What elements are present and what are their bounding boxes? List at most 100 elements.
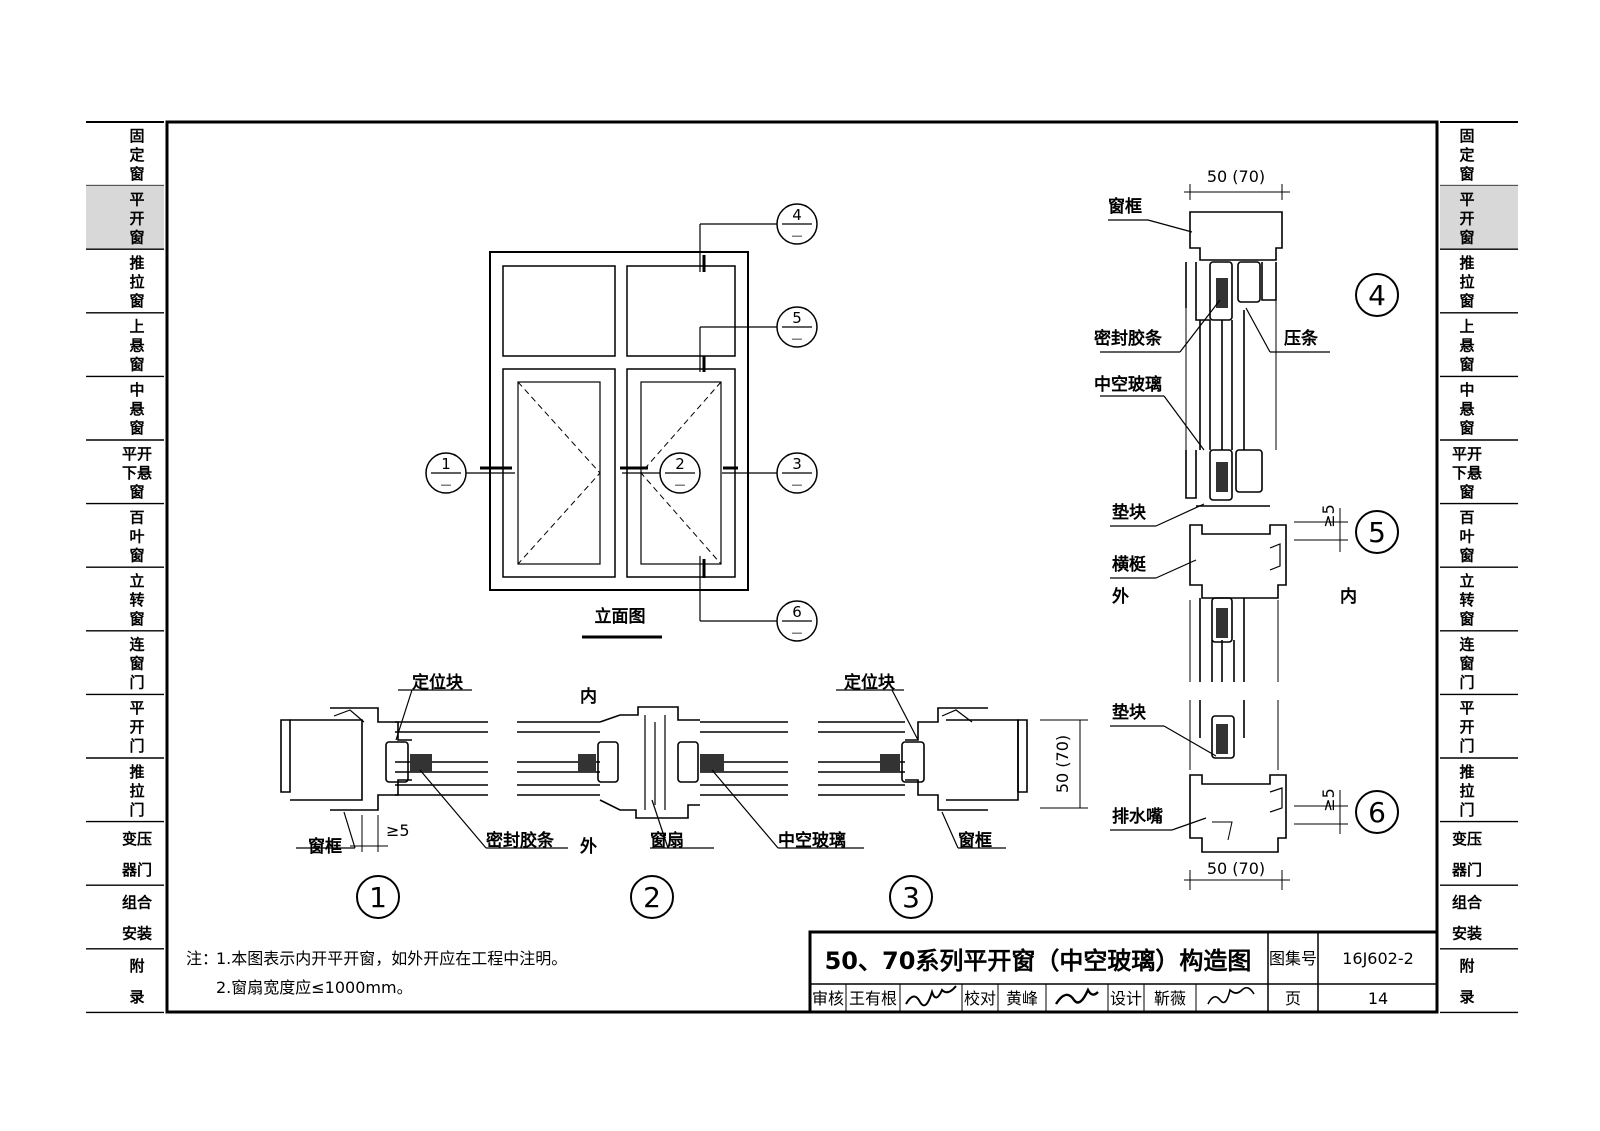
frame-label-left: 窗框: [308, 836, 342, 857]
left-tab-10[interactable]: 推拉门: [86, 763, 164, 823]
right-tab-label: 百: [1459, 508, 1474, 526]
right-tab-label: 平: [1459, 190, 1474, 208]
right-tab-0[interactable]: 固定窗: [1440, 127, 1518, 187]
left-tab-label: 上: [129, 318, 144, 336]
right-tab-label: 叶: [1459, 527, 1474, 545]
checker-signature: [1054, 987, 1099, 1005]
section-marker-number: 6: [792, 603, 802, 621]
left-tab-label: 窗: [129, 165, 144, 183]
left-tab-4[interactable]: 中悬窗: [86, 381, 164, 441]
right-tab-label: 窗: [1459, 483, 1474, 501]
right-tab-1[interactable]: 平开窗: [1440, 185, 1518, 250]
detail-number-4: 4: [1355, 273, 1399, 317]
left-tab-label: 定: [129, 146, 144, 164]
right-tab-label: 窗: [1459, 546, 1474, 564]
detail-number-text: 6: [1368, 796, 1386, 829]
left-tab-6[interactable]: 百叶窗: [86, 508, 164, 568]
left-tab-label: 转: [129, 591, 144, 609]
right-tab-4[interactable]: 中悬窗: [1440, 381, 1518, 441]
checker-name: 黄峰: [1006, 989, 1038, 1008]
left-tab-label: 窗: [129, 655, 144, 673]
left-tab-label: 下悬: [122, 464, 152, 482]
right-tab-2[interactable]: 推拉窗: [1440, 254, 1518, 314]
left-tab-13[interactable]: 附录: [86, 957, 164, 1014]
elevation-title: 立面图: [595, 606, 646, 627]
right-tab-10[interactable]: 推拉门: [1440, 763, 1518, 823]
left-tab-0[interactable]: 固定窗: [86, 127, 164, 187]
left-tab-label: 悬: [129, 400, 144, 418]
section-marker-2[interactable]: 2—: [659, 452, 701, 494]
left-tab-label: 附: [129, 957, 144, 975]
right-tab-13[interactable]: 附录: [1440, 957, 1518, 1014]
section-marker-6[interactable]: 6—: [776, 600, 818, 642]
design-label: 设计: [1110, 989, 1142, 1008]
section-marker-4[interactable]: 4—: [776, 203, 818, 245]
atlas-number: 16J602-2: [1342, 949, 1414, 968]
right-tab-label: 定: [1459, 146, 1474, 164]
right-tab-label: 上: [1459, 318, 1474, 336]
frame-label-vertical: 窗框: [1108, 196, 1142, 217]
right-tab-label: 立: [1459, 572, 1474, 590]
left-tab-2[interactable]: 推拉窗: [86, 254, 164, 314]
section-marker-sub: —: [792, 478, 803, 491]
right-tab-9[interactable]: 平开门: [1440, 699, 1518, 759]
left-tab-label: 安装: [122, 925, 153, 943]
positioning-block-label-1: 定位块: [412, 672, 464, 693]
insulating-glass-label-vertical: 中空玻璃: [1094, 374, 1162, 395]
designer-name: 靳薇: [1154, 989, 1186, 1008]
elevation-view: [462, 223, 780, 622]
section-marker-5[interactable]: 5—: [776, 306, 818, 348]
section-marker-3[interactable]: 3—: [776, 452, 818, 494]
left-tab-9[interactable]: 平开门: [86, 699, 164, 759]
left-tab-3[interactable]: 上悬窗: [86, 318, 164, 378]
reviewer-name: 王有根: [849, 989, 897, 1008]
left-tab-highlight: [86, 185, 164, 250]
drain-spout-label: 排水嘴: [1112, 806, 1163, 827]
left-tab-label: 录: [129, 988, 144, 1006]
right-tab-label: 开: [1459, 209, 1474, 227]
left-tab-label: 推: [129, 763, 144, 781]
right-tab-7[interactable]: 立转窗: [1440, 572, 1518, 632]
right-tab-label: 窗: [1459, 165, 1474, 183]
detail-number-5: 5: [1355, 510, 1399, 554]
inside-label-horizontal: 内: [580, 686, 597, 707]
drawing-border: [165, 120, 1439, 1014]
inside-label-vertical: 内: [1340, 586, 1357, 607]
title-block: [808, 930, 1439, 1014]
right-tab-label: 悬: [1459, 337, 1474, 355]
transom-label: 横梃: [1112, 554, 1146, 575]
right-tab-6[interactable]: 百叶窗: [1440, 508, 1518, 568]
detail-number-circle: [1355, 273, 1399, 317]
right-tab-label: 连: [1459, 636, 1475, 654]
left-tab-label: 平: [129, 699, 144, 717]
left-tab-8[interactable]: 连窗门: [86, 636, 164, 696]
vertical-section-drawing: [1184, 184, 1348, 890]
right-tab-label: 悬: [1459, 400, 1474, 418]
section-marker-sub: —: [675, 478, 686, 491]
left-tab-strip: 固定窗平开窗推拉窗上悬窗中悬窗平开下悬窗百叶窗立转窗连窗门平开门推拉门变压器门组…: [86, 121, 164, 1014]
left-tab-7[interactable]: 立转窗: [86, 572, 164, 632]
right-tab-8[interactable]: 连窗门: [1440, 636, 1518, 696]
left-tab-1[interactable]: 平开窗: [86, 185, 164, 250]
detail-number-circle: [630, 875, 674, 919]
detail-number-text: 2: [643, 881, 661, 914]
right-tab-label: 窗: [1459, 228, 1474, 246]
right-tab-label: 固: [1459, 127, 1474, 145]
detail-number-text: 4: [1368, 279, 1386, 312]
notes-prefix: 注：: [186, 949, 218, 968]
section-marker-1[interactable]: 1—: [425, 452, 467, 494]
left-tab-label: 拉: [129, 782, 144, 800]
right-tab-label: 安装: [1452, 925, 1483, 943]
right-tab-3[interactable]: 上悬窗: [1440, 318, 1518, 378]
right-tab-label: 开: [1459, 718, 1474, 736]
detail-number-text: 5: [1368, 516, 1386, 549]
detail-number-text: 1: [369, 881, 387, 914]
left-tab-label: 百: [129, 508, 144, 526]
